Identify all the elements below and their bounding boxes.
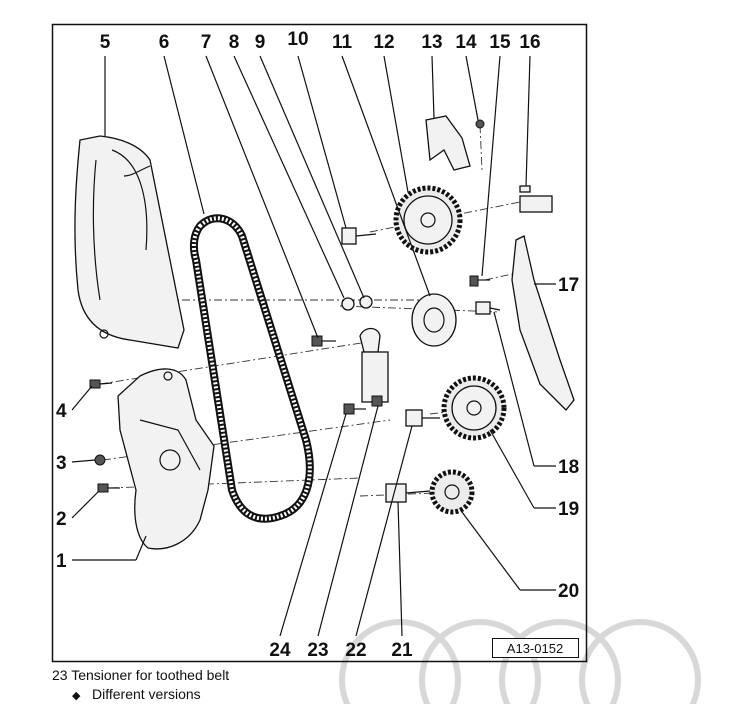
- callout-21: 21: [391, 640, 413, 661]
- upper-belt-cover: [74, 135, 185, 349]
- callout-6: 6: [159, 32, 170, 53]
- callout-numbers: 5 6 7 8 9 10 11 12 13 14 15 16 17 18 19 …: [56, 29, 579, 661]
- callout-11: 11: [332, 32, 353, 53]
- small-hardware: [89, 119, 553, 493]
- callout-17: 17: [558, 275, 579, 296]
- callout-12: 12: [373, 32, 394, 53]
- callout-14: 14: [455, 32, 477, 53]
- bullet-text: Different versions: [92, 686, 201, 702]
- legend-bullet: ◆ Different versions: [72, 686, 201, 702]
- callout-24: 24: [269, 640, 291, 661]
- rear-bracket: [511, 235, 575, 411]
- callout-13: 13: [421, 32, 442, 53]
- belt-tensioner: [359, 327, 389, 407]
- crankshaft-sprocket: [441, 375, 507, 441]
- callout-19: 19: [558, 499, 579, 520]
- callout-4: 4: [56, 401, 67, 422]
- tensioning-roller: [411, 293, 457, 347]
- camshaft-sprocket: [393, 185, 463, 255]
- toothed-belt: [189, 214, 314, 523]
- callout-18: 18: [558, 457, 579, 478]
- callout-2: 2: [56, 509, 67, 530]
- leader-lines: [71, 55, 556, 637]
- watermark-rings: [339, 619, 701, 704]
- drive-gear: [429, 469, 475, 515]
- callout-10: 10: [287, 29, 308, 50]
- callout-23: 23: [307, 640, 328, 661]
- callout-3: 3: [56, 453, 67, 474]
- lower-belt-cover: [117, 368, 215, 550]
- callout-9: 9: [255, 32, 266, 53]
- callout-8: 8: [229, 32, 240, 53]
- callout-7: 7: [201, 32, 212, 53]
- callout-20: 20: [558, 581, 579, 602]
- figure-reference: A13-0152: [492, 638, 579, 658]
- callout-15: 15: [489, 32, 511, 53]
- legend-item-23: 23 Tensioner for toothed belt: [52, 667, 230, 683]
- callout-16: 16: [519, 32, 540, 53]
- callout-1: 1: [56, 551, 67, 572]
- figure-reference-label: A13-0152: [507, 641, 563, 656]
- callout-5: 5: [100, 32, 111, 53]
- rear-cover-segment: [425, 115, 471, 171]
- bullet-symbol: ◆: [72, 690, 81, 702]
- callout-22: 22: [345, 640, 366, 661]
- figure-frame: [51, 23, 588, 663]
